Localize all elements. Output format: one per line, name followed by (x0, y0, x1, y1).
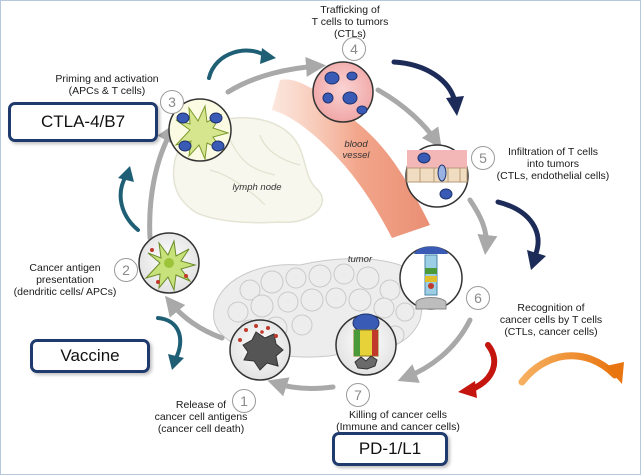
killing-illustration (335, 313, 397, 376)
infiltration-illustration (405, 144, 469, 208)
cycle-arrows (147, 56, 498, 397)
step-2-label: Cancer antigen presentation (dendritic c… (13, 262, 117, 298)
lymph-node-label: lymph node (232, 182, 282, 193)
step-2-number: 2 (114, 258, 138, 282)
recognition-illustration (399, 246, 463, 310)
step-7-number: 7 (346, 383, 370, 407)
navy-arrows (118, 48, 546, 370)
step-3-number: 3 (160, 90, 184, 114)
orange-arrow-head (606, 362, 624, 384)
step-4-number: 4 (342, 37, 366, 61)
step-1-number: 1 (232, 389, 256, 413)
step-4-label: Trafficking of T cells to tumors (CTLs) (311, 4, 389, 40)
red-arrow-head (458, 381, 477, 398)
vaccine-box: Vaccine (30, 339, 150, 373)
step-3-label: Priming and activation (APCs & T cells) (55, 73, 159, 97)
step-7-label: Killing of cancer cells (Immune and canc… (336, 409, 460, 433)
blood-vessel (272, 79, 430, 239)
cancer-cell-death-illustration (229, 319, 291, 381)
step-1-label: Release of cancer cell antigens (cancer … (154, 399, 248, 435)
step-5-label: Infiltration of T cells into tumors (CTL… (496, 146, 610, 182)
dendritic-cell-illustration (138, 232, 200, 294)
step-6-number: 6 (466, 286, 490, 310)
ctla4-b7-box: CTLA-4/B7 (8, 102, 158, 142)
orange-arrow (518, 352, 619, 386)
priming-activation-illustration (168, 98, 232, 162)
step-5-number: 5 (471, 146, 495, 170)
red-arrow (467, 342, 498, 393)
pd1-l1-box: PD-1/L1 (332, 432, 448, 466)
trafficking-illustration (312, 61, 374, 123)
step-6-label: Recognition of cancer cells by T cells (… (499, 302, 603, 338)
tumor-label: tumor (347, 254, 373, 265)
blood-vessel-label: blood vessel (342, 139, 370, 161)
